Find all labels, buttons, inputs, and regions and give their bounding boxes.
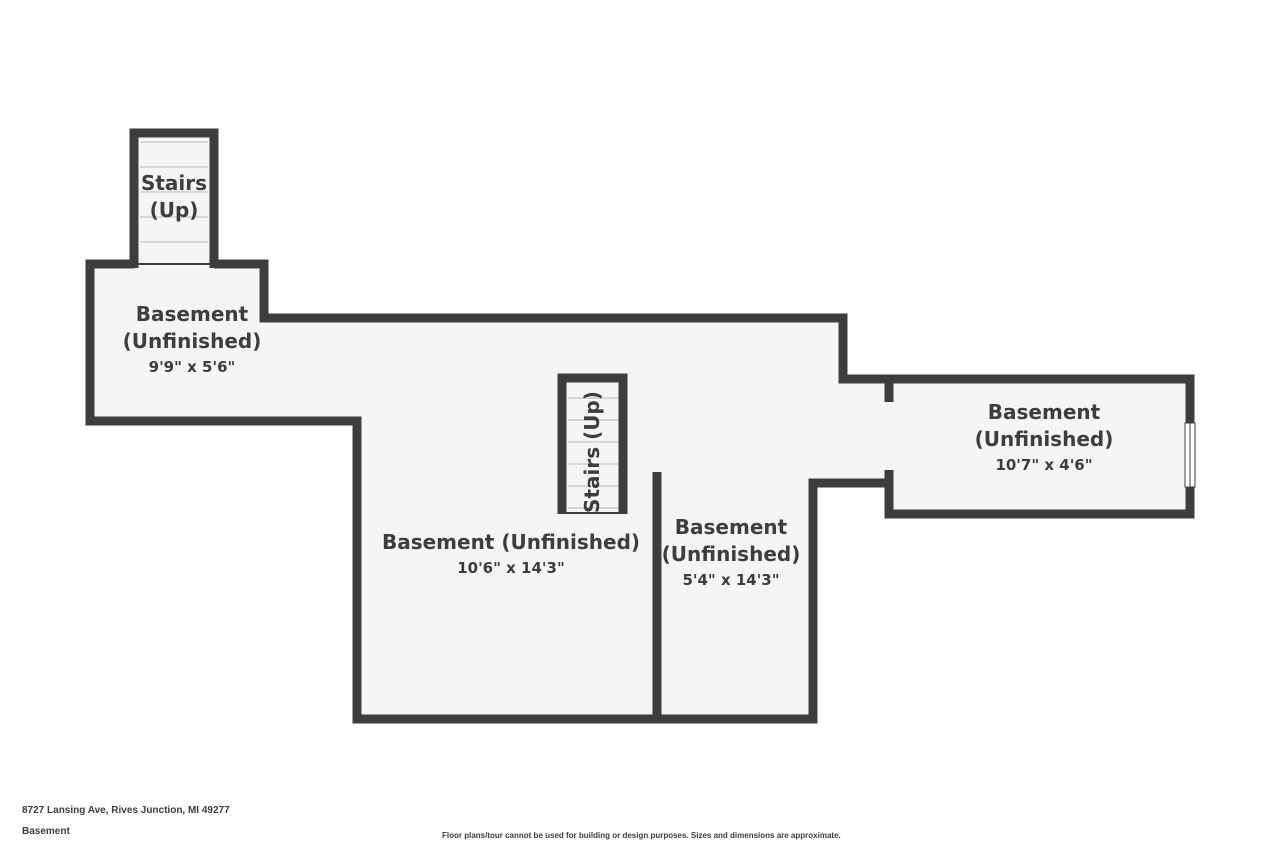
stairs-top-treads	[140, 141, 208, 243]
basement-middle-label-line1: Basement	[675, 515, 788, 539]
outer-wall-right-room	[884, 374, 1195, 519]
disclaimer-text: Floor plans/tour cannot be used for buil…	[442, 831, 841, 840]
floor-fill	[90, 133, 1190, 719]
window	[1184, 422, 1196, 488]
basement-left-label-line2: (Unfinished)	[123, 329, 262, 353]
outer-wall-left	[85, 259, 889, 724]
basement-middle-dims: 5'4" x 14'3"	[682, 571, 779, 589]
stairs-top-floor	[134, 133, 214, 265]
basement-right-dims: 10'7" x 4'6"	[995, 456, 1092, 474]
basement-main-label: Basement (Unfinished)	[382, 530, 640, 554]
stairs-top-walls	[129, 128, 219, 268]
basement-main-dims: 10'6" x 14'3"	[457, 559, 565, 577]
stairs-center	[557, 373, 628, 514]
floor-level-label: Basement	[22, 826, 70, 837]
stairs-top-label-line2: (Up)	[150, 198, 199, 222]
stairs-center-label: Stairs (Up)	[580, 391, 604, 513]
walls	[85, 128, 1195, 724]
outer-wall-top	[214, 259, 889, 384]
property-address: 8727 Lansing Ave, Rives Junction, MI 492…	[22, 805, 230, 816]
basement-right-label-line2: (Unfinished)	[975, 427, 1114, 451]
basement-left-label-line1: Basement	[136, 302, 249, 326]
basement-left-dims: 9'9" x 5'6"	[149, 358, 236, 376]
basement-floor	[90, 264, 1190, 719]
stairs-top-label-line1: Stairs	[141, 171, 207, 195]
basement-middle-label-line2: (Unfinished)	[662, 542, 801, 566]
basement-right-label-line1: Basement	[988, 400, 1101, 424]
